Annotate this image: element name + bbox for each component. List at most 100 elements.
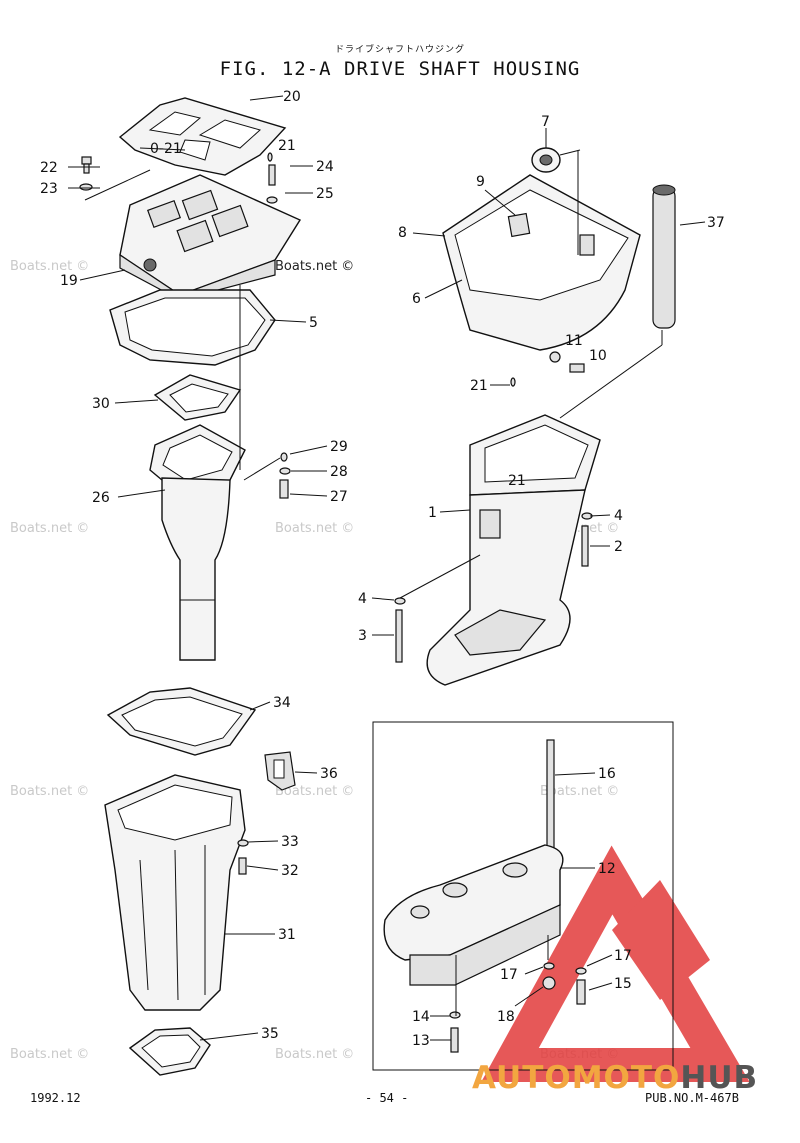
part-12-plate xyxy=(383,844,564,986)
footer-publication-number: PUB.NO.M-467B xyxy=(645,1091,739,1105)
part-24-bolt xyxy=(268,164,276,186)
watermark: Boats.net © xyxy=(540,784,619,799)
automotohub-logo: AUTOMOTOHUB xyxy=(472,1060,758,1096)
part-16-stud xyxy=(546,739,555,849)
callout-28: 28 xyxy=(330,464,348,480)
part-4-washer xyxy=(394,597,406,605)
callout-33: 33 xyxy=(281,834,299,850)
callout-19: 19 xyxy=(60,273,78,289)
part-8-apron xyxy=(442,174,641,351)
callout-21: 21 xyxy=(470,378,488,394)
callout-23: 23 xyxy=(40,181,58,197)
callout-35: 35 xyxy=(261,1026,279,1042)
callout-21: 21 xyxy=(278,138,296,154)
callout-8: 8 xyxy=(398,225,407,241)
callout-32: 32 xyxy=(281,863,299,879)
footer-page-number: - 54 - xyxy=(365,1091,409,1105)
callout-27: 27 xyxy=(330,489,348,505)
callout-1: 1 xyxy=(428,505,437,521)
callout-20: 20 xyxy=(283,89,301,105)
part-27-bolt xyxy=(279,479,289,499)
part-34-gasket xyxy=(106,687,257,756)
part-23-washer xyxy=(79,183,93,191)
part-33-washer xyxy=(237,839,249,847)
watermark: Boats.net © xyxy=(10,1047,89,1062)
part-20-gasket xyxy=(118,97,287,176)
callout-25: 25 xyxy=(316,186,334,202)
part-3-stud xyxy=(395,609,403,663)
callout-7: 7 xyxy=(541,114,550,130)
watermark: Boats.net © xyxy=(10,521,89,536)
figure-title: FIG. 12-A DRIVE SHAFT HOUSING xyxy=(219,58,581,80)
callout-0-21: 0-21 xyxy=(150,141,182,157)
callout-29: 29 xyxy=(330,439,348,455)
callout-11: 11 xyxy=(565,333,583,349)
callout-31: 31 xyxy=(278,927,296,943)
callout-26: 26 xyxy=(92,490,110,506)
part-5-gasket xyxy=(109,289,276,366)
part-36-bracket xyxy=(264,751,296,791)
watermark: Boats.net © xyxy=(275,1047,354,1062)
part-30-gasket xyxy=(153,374,242,421)
watermark: Boats.net © xyxy=(10,259,89,274)
part-11-nut xyxy=(549,351,561,363)
part-13-bolt xyxy=(450,1027,459,1053)
callout-labels: 20 0-21 21 22 24 23 25 19 5 30 29 28 26 … xyxy=(40,89,725,1049)
logo-triangle xyxy=(481,845,750,1082)
callout-21: 21 xyxy=(508,473,526,489)
part-10-bolt xyxy=(569,363,585,373)
callout-10: 10 xyxy=(589,348,607,364)
callout-34: 34 xyxy=(273,695,291,711)
part-22-bolt xyxy=(81,156,92,174)
part-17-washer xyxy=(543,962,555,970)
callout-15: 15 xyxy=(614,976,632,992)
callout-16: 16 xyxy=(598,766,616,782)
callout-30: 30 xyxy=(92,396,110,412)
part-26-exhaust-guide xyxy=(149,424,246,661)
part-14-washer xyxy=(449,1011,461,1019)
callout-12: 12 xyxy=(598,861,616,877)
part-15-bolt xyxy=(576,979,586,1005)
part-35-gasket xyxy=(128,1027,211,1076)
part-2-stud xyxy=(581,525,589,567)
leader-lines xyxy=(68,95,706,1041)
callout-22: 22 xyxy=(40,160,58,176)
watermark-dark: Boats.net © xyxy=(275,259,354,274)
part-29-pin xyxy=(280,452,288,462)
part-19-upper-casing xyxy=(119,174,302,301)
watermark: Boats.net © xyxy=(275,521,354,536)
part-1-drive-shaft-housing xyxy=(426,414,601,686)
part-31-lower-casing xyxy=(104,774,246,1011)
part-28-washer xyxy=(279,467,291,475)
part-21-dowel xyxy=(510,377,516,387)
footer-date: 1992.12 xyxy=(30,1091,81,1105)
part-37-water-tube xyxy=(652,184,676,329)
callout-24: 24 xyxy=(316,159,334,175)
callout-13: 13 xyxy=(412,1033,430,1049)
callout-18: 18 xyxy=(497,1009,515,1025)
callout-4: 4 xyxy=(614,508,623,524)
callout-36: 36 xyxy=(320,766,338,782)
part-7-grommet xyxy=(531,147,561,173)
logo-text-hub: HUB xyxy=(680,1060,759,1096)
part-32-bolt xyxy=(238,857,247,875)
watermark: Boats.net © xyxy=(275,784,354,799)
inset-box xyxy=(372,721,674,1071)
callout-6: 6 xyxy=(412,291,421,307)
part-18-nut xyxy=(542,976,556,990)
callout-17: 17 xyxy=(614,948,632,964)
logo-text-auto: AUTOMOTO xyxy=(472,1060,681,1096)
callout-4: 4 xyxy=(358,591,367,607)
part-17-washer xyxy=(575,967,587,975)
callout-5: 5 xyxy=(309,315,318,331)
callout-3: 3 xyxy=(358,628,367,644)
callout-9: 9 xyxy=(476,174,485,190)
figure-subtitle-japanese: ドライブシャフトハウジング xyxy=(334,45,465,55)
callout-2: 2 xyxy=(614,539,623,555)
watermark: Boats.net © xyxy=(10,784,89,799)
callout-17: 17 xyxy=(500,967,518,983)
callout-14: 14 xyxy=(412,1009,430,1025)
part-25-washer xyxy=(266,196,278,204)
callout-37: 37 xyxy=(707,215,725,231)
